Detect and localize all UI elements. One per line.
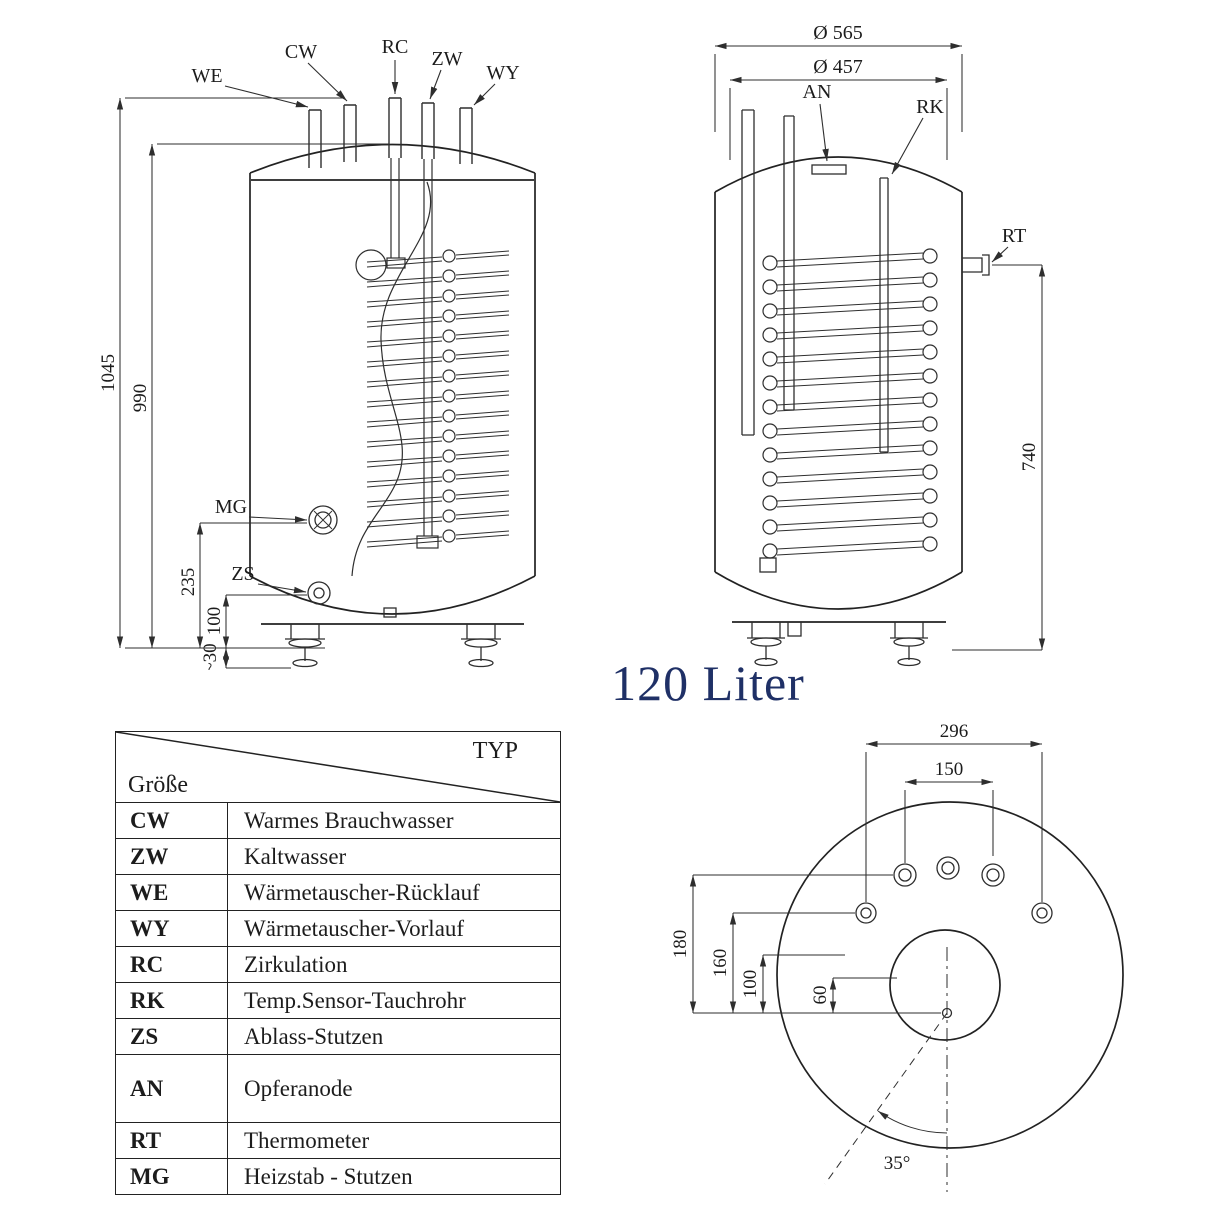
legend-description: Ablass-Stutzen <box>244 1023 384 1049</box>
legend-code: AN <box>116 1055 228 1122</box>
bottom-centerlines <box>824 947 948 1192</box>
legend-header: TYP Größe <box>116 732 560 802</box>
section-leaders <box>819 103 1009 263</box>
legend-row: ZS Ablass-Stutzen <box>116 1018 560 1054</box>
front-dim-100: 100 <box>204 607 225 636</box>
section-label-rt: RT <box>1002 225 1026 247</box>
legend-description: Heizstab - Stutzen <box>244 1163 413 1189</box>
legend-row: MG Heizstab - Stutzen <box>116 1158 560 1194</box>
front-leaders <box>224 60 496 594</box>
bottom-connections <box>855 856 1053 1019</box>
section-label-rk: RK <box>916 96 944 118</box>
front-label-mg: MG <box>215 496 247 518</box>
legend-row: AN Opferanode <box>116 1054 560 1122</box>
front-dim-overall-height: 1045 <box>98 354 119 392</box>
legend-code: RC <box>116 947 228 982</box>
front-label-wy: WY <box>486 62 519 84</box>
front-feet <box>285 607 501 668</box>
volume-title: 120 Liter <box>611 655 805 711</box>
legend-code: WY <box>116 911 228 946</box>
legend-row: RC Zirkulation <box>116 946 560 982</box>
front-dim-235: 235 <box>178 568 199 597</box>
legend-code: WE <box>116 875 228 910</box>
legend-description: Opferanode <box>244 1075 353 1101</box>
bottom-dim-150: 150 <box>935 759 964 780</box>
legend-description: Warmes Brauchwasser <box>244 807 454 833</box>
legend-description: Wärmetauscher-Rücklauf <box>244 879 480 905</box>
front-label-cw: CW <box>285 41 317 63</box>
section-coil <box>762 248 938 559</box>
legend-header-groesse: Größe <box>128 772 188 798</box>
front-side-connections <box>307 505 338 605</box>
section-dim-inner-diameter: Ø 457 <box>813 56 862 78</box>
bottom-view-drawing: 296 150 180 160 100 60 35° <box>670 722 1124 1192</box>
legend-description: Thermometer <box>244 1127 370 1153</box>
front-tank-outline <box>249 143 536 625</box>
legend-code: CW <box>116 803 228 838</box>
legend-code: MG <box>116 1159 228 1194</box>
bottom-dim-180: 180 <box>670 930 691 959</box>
legend-code: ZW <box>116 839 228 874</box>
front-label-zw: ZW <box>431 48 462 70</box>
legend-row: RK Temp.Sensor-Tauchrohr <box>116 982 560 1018</box>
front-dim-30: ~30 <box>200 643 221 670</box>
bottom-dim-angle: 35° <box>884 1153 911 1174</box>
legend-header-typ: TYP <box>472 738 518 764</box>
section-tank-outline <box>714 156 963 623</box>
section-internals <box>741 109 889 573</box>
legend-description: Temp.Sensor-Tauchrohr <box>244 987 466 1013</box>
legend-code: RK <box>116 983 228 1018</box>
front-coil <box>366 249 510 548</box>
bottom-dim-296: 296 <box>940 722 969 742</box>
front-dim-body-height: 990 <box>130 384 151 413</box>
legend-row: ZW Kaltwasser <box>116 838 560 874</box>
bottom-outline <box>776 801 1124 1149</box>
front-view-drawing: WE CW RC ZW WY MG ZS 1045 990 235 100 ~3… <box>98 36 536 670</box>
section-feet <box>747 621 928 667</box>
front-label-rc: RC <box>382 36 409 58</box>
bottom-dim-100: 100 <box>740 970 761 999</box>
front-top-pipes <box>308 97 473 168</box>
legend-row: RT Thermometer <box>116 1122 560 1158</box>
legend-row: WE Wärmetauscher-Rücklauf <box>116 874 560 910</box>
bottom-dim-60: 60 <box>810 986 831 1005</box>
legend-description: Kaltwasser <box>244 843 347 869</box>
bottom-dim-160: 160 <box>710 949 731 978</box>
bottom-dimensions <box>689 740 1043 1014</box>
legend-row: WY Wärmetauscher-Vorlauf <box>116 910 560 946</box>
legend-description: Zirkulation <box>244 951 348 977</box>
section-view-drawing: Ø 565 Ø 457 AN RK RT 740 <box>714 22 1046 667</box>
section-dim-coil-height: 740 <box>1019 443 1040 472</box>
section-rt-boss <box>962 254 990 276</box>
section-dim-outer-diameter: Ø 565 <box>813 22 862 44</box>
front-label-zs: ZS <box>231 563 254 585</box>
legend-code: RT <box>116 1123 228 1158</box>
front-dimensions <box>116 97 389 669</box>
front-label-we: WE <box>191 65 222 87</box>
legend-row: CW Warmes Brauchwasser <box>116 802 560 838</box>
legend-table: TYP Größe CW Warmes Brauchwasser ZW Kalt… <box>115 731 561 1195</box>
section-dimensions <box>714 42 1046 651</box>
legend-code: ZS <box>116 1019 228 1054</box>
legend-description: Wärmetauscher-Vorlauf <box>244 915 465 941</box>
legend-diagonal-line <box>116 732 560 802</box>
section-label-an: AN <box>803 81 832 103</box>
front-internals <box>351 158 439 577</box>
